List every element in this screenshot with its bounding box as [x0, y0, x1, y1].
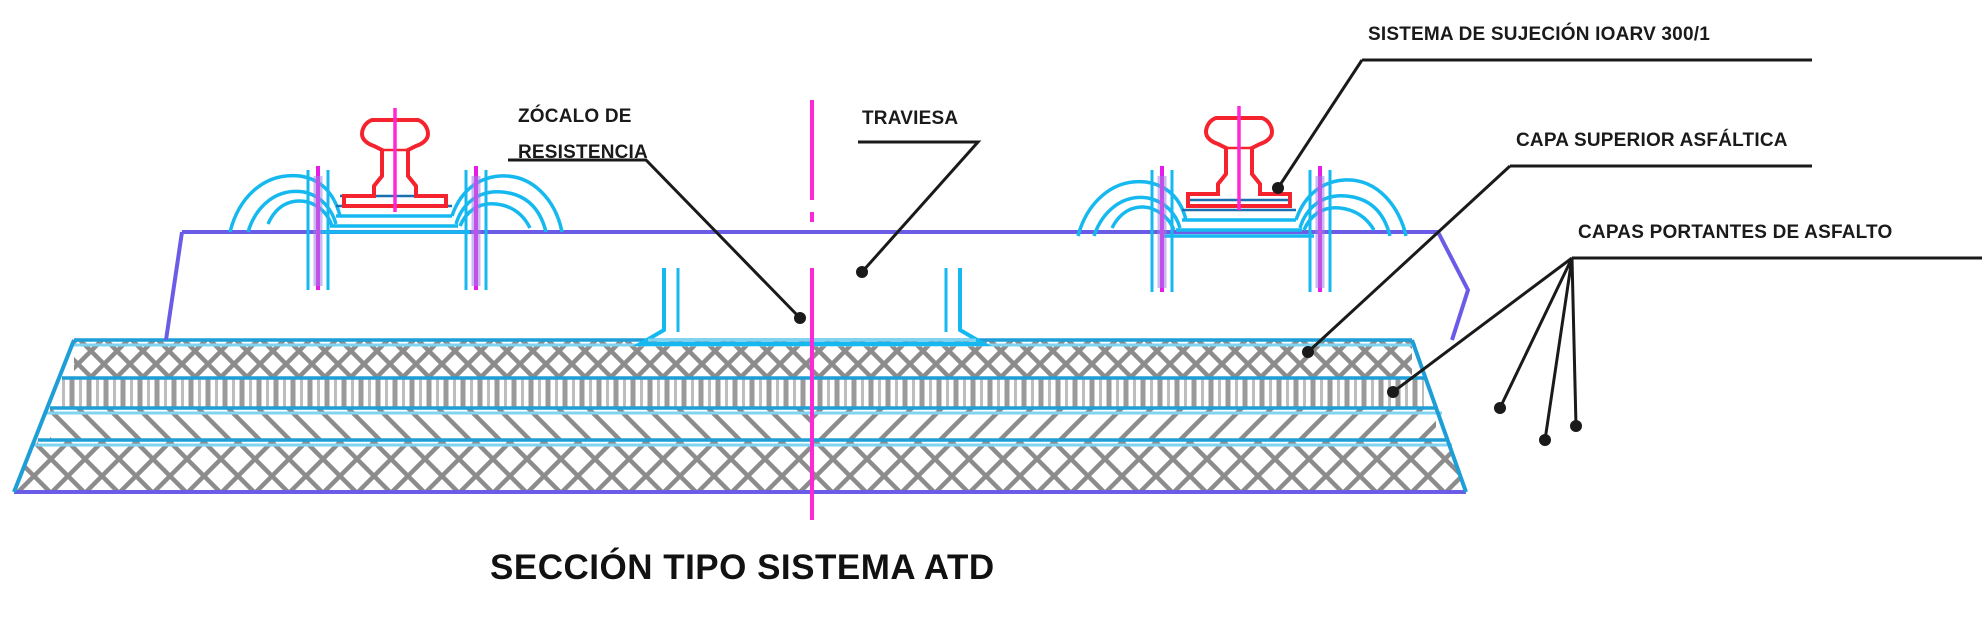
- callout-zocalo-line1: ZÓCALO DE: [518, 106, 632, 127]
- callout-capa-superior: CAPA SUPERIOR ASFÁLTICA: [1516, 130, 1788, 152]
- rail-fastening-assembly-left: [228, 118, 564, 290]
- fastening-bolts-left: [316, 166, 478, 290]
- layer-edges: [34, 338, 1452, 447]
- callout-capa-superior-label: CAPA SUPERIOR ASFÁLTICA: [1516, 130, 1788, 151]
- callout-capas-portantes: CAPAS PORTANTES DE ASFALTO: [1578, 222, 1893, 244]
- leader-traviesa: [858, 140, 982, 273]
- embankment-side-slopes: [12, 339, 1468, 493]
- callout-traviesa-label: TRAVIESA: [862, 108, 959, 129]
- callout-sistema-sujecion-label: SISTEMA DE SUJECIÓN IOARV 300/1: [1368, 24, 1710, 45]
- rail-fastening-assembly-right: [1076, 116, 1408, 292]
- callout-zocalo-line2: RESISTENCIA: [518, 142, 648, 163]
- leader-lines: [508, 58, 1982, 441]
- leader-sujecion: [1276, 58, 1812, 189]
- leader-capas-portantes: [1392, 256, 1982, 441]
- callout-capas-portantes-label: CAPAS PORTANTES DE ASFALTO: [1578, 222, 1893, 243]
- drawing-title: SECCIÓN TIPO SISTEMA ATD: [490, 548, 995, 587]
- callout-zocalo: ZÓCALO DE RESISTENCIA: [518, 106, 648, 164]
- leader-capa-superior: [1306, 164, 1812, 354]
- layer-capa-portante-3: [14, 440, 1466, 492]
- callout-sistema-sujecion: SISTEMA DE SUJECIÓN IOARV 300/1: [1368, 24, 1710, 46]
- layer-capa-portante-1: [62, 378, 1424, 408]
- leader-zocalo: [508, 158, 802, 320]
- track-surface-line: [164, 230, 1471, 341]
- leader-arrowheads: [794, 182, 1582, 446]
- callout-traviesa: TRAVIESA: [862, 108, 958, 130]
- asphalt-layer-stack: [12, 338, 1468, 494]
